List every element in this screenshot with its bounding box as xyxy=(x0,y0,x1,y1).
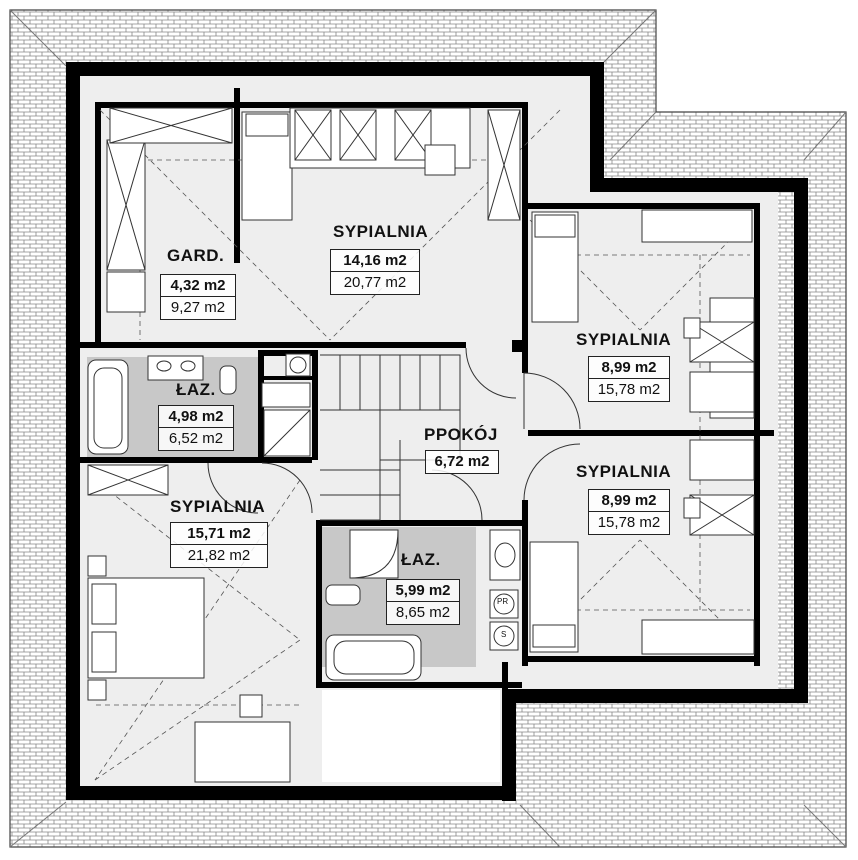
wall-bottom-step xyxy=(502,689,516,801)
chair-top xyxy=(424,144,456,176)
area-box-ppokoj: 6,72 m2 xyxy=(425,450,499,474)
shower-center xyxy=(349,529,399,579)
net-area-gard: 4,32 m2 xyxy=(161,275,235,297)
wall-right xyxy=(794,178,808,703)
pillow-top xyxy=(245,113,289,137)
gross-area-laz-center: 8,65 m2 xyxy=(395,604,451,621)
wall-stair-right xyxy=(502,662,508,692)
area-box-sypialnia-top: 14,16 m2 20,77 m2 xyxy=(330,249,420,295)
wall-bath-left-right xyxy=(258,350,264,463)
net-area-sypialnia-top: 14,16 m2 xyxy=(331,250,419,272)
room-name-ppokoj: PPOKÓJ xyxy=(424,425,498,444)
stair-void xyxy=(322,690,500,782)
desk-left xyxy=(194,721,291,783)
gross-area-laz-left: 6,52 m2 xyxy=(168,430,224,447)
room-name-gard: GARD. xyxy=(167,246,225,265)
area-box-sypialnia-right-lower: 8,99 m2 15,78 m2 xyxy=(588,489,670,535)
gross-area-sypialnia-left: 21,82 m2 xyxy=(187,547,251,564)
wall-shaft xyxy=(262,350,318,356)
room-name-sypialnia-right-upper: SYPIALNIA xyxy=(576,330,672,349)
net-area-ppokoj: 6,72 m2 xyxy=(434,453,490,470)
gross-area-gard: 9,27 m2 xyxy=(170,299,226,316)
wall-top-step xyxy=(590,62,604,192)
room-name-sypialnia-top: SYPIALNIA xyxy=(333,222,429,241)
wall-right-rooms-left-a xyxy=(522,203,528,373)
area-box-sypialnia-right-upper: 8,99 m2 15,78 m2 xyxy=(588,356,670,402)
toilet-left xyxy=(219,365,237,395)
wall-gard-left xyxy=(95,102,101,342)
wall-center-h xyxy=(80,342,466,348)
floor-fill xyxy=(78,75,778,790)
wall-right-rooms-top xyxy=(528,203,758,209)
area-box-laz-center: 5,99 m2 8,65 m2 xyxy=(386,579,460,625)
area-box-laz-left: 4,98 m2 6,52 m2 xyxy=(158,405,234,451)
room-name-sypialnia-left: SYPIALNIA xyxy=(170,497,266,516)
area-box-gard: 4,32 m2 9,27 m2 xyxy=(160,274,236,320)
outer-walls xyxy=(66,62,808,801)
desk-right-upper xyxy=(641,209,753,243)
wall-right-rooms-mid xyxy=(528,430,774,436)
wall-small-post xyxy=(512,340,524,352)
furniture xyxy=(87,107,755,783)
wall-bottom-left xyxy=(66,786,516,800)
room-name-laz-left: ŁAZ. xyxy=(176,380,216,399)
wall-bath-left-bottom xyxy=(80,457,312,463)
room-name-sypialnia-right-lower: SYPIALNIA xyxy=(576,462,672,481)
wall-left xyxy=(66,62,80,800)
gross-area-sypialnia-right-upper: 15,78 m2 xyxy=(597,381,661,398)
net-area-sypialnia-right-upper: 8,99 m2 xyxy=(589,357,669,379)
wall-top-left xyxy=(66,62,604,76)
wall-bottom-right xyxy=(516,689,808,703)
wall-right-rooms-bottom xyxy=(522,656,760,662)
net-area-sypialnia-left: 15,71 m2 xyxy=(171,523,267,545)
shelf-gard xyxy=(106,271,146,313)
wall-gard-divider xyxy=(234,88,240,263)
wall-shaft-right xyxy=(312,350,318,460)
stairs xyxy=(320,354,461,521)
cabinet-left-bath xyxy=(261,382,311,408)
net-area-laz-center: 5,99 m2 xyxy=(387,580,459,602)
interior-walls xyxy=(80,88,774,692)
wall-shaft-b xyxy=(262,376,318,380)
desk-right-lower xyxy=(641,619,755,655)
net-area-laz-left: 4,98 m2 xyxy=(159,406,233,428)
area-box-sypialnia-left: 15,71 m2 21,82 m2 xyxy=(170,522,268,568)
wall-top-right xyxy=(590,178,808,192)
net-area-sypialnia-right-lower: 8,99 m2 xyxy=(589,490,669,512)
room-name-laz-center: ŁAZ. xyxy=(401,550,441,569)
toilet-center xyxy=(325,584,361,606)
wall-bath-center-left xyxy=(316,520,322,685)
wall-gard-top xyxy=(97,102,528,108)
washer-label: PR xyxy=(497,597,509,606)
wall-bath-center-bottom xyxy=(316,682,522,688)
wall-bath-center-top xyxy=(316,520,528,526)
gross-area-sypialnia-top: 20,77 m2 xyxy=(343,274,407,291)
wall-right-rooms-left-b xyxy=(522,500,528,666)
dryer-label: S xyxy=(501,630,507,639)
gross-area-sypialnia-right-lower: 15,78 m2 xyxy=(597,514,661,531)
